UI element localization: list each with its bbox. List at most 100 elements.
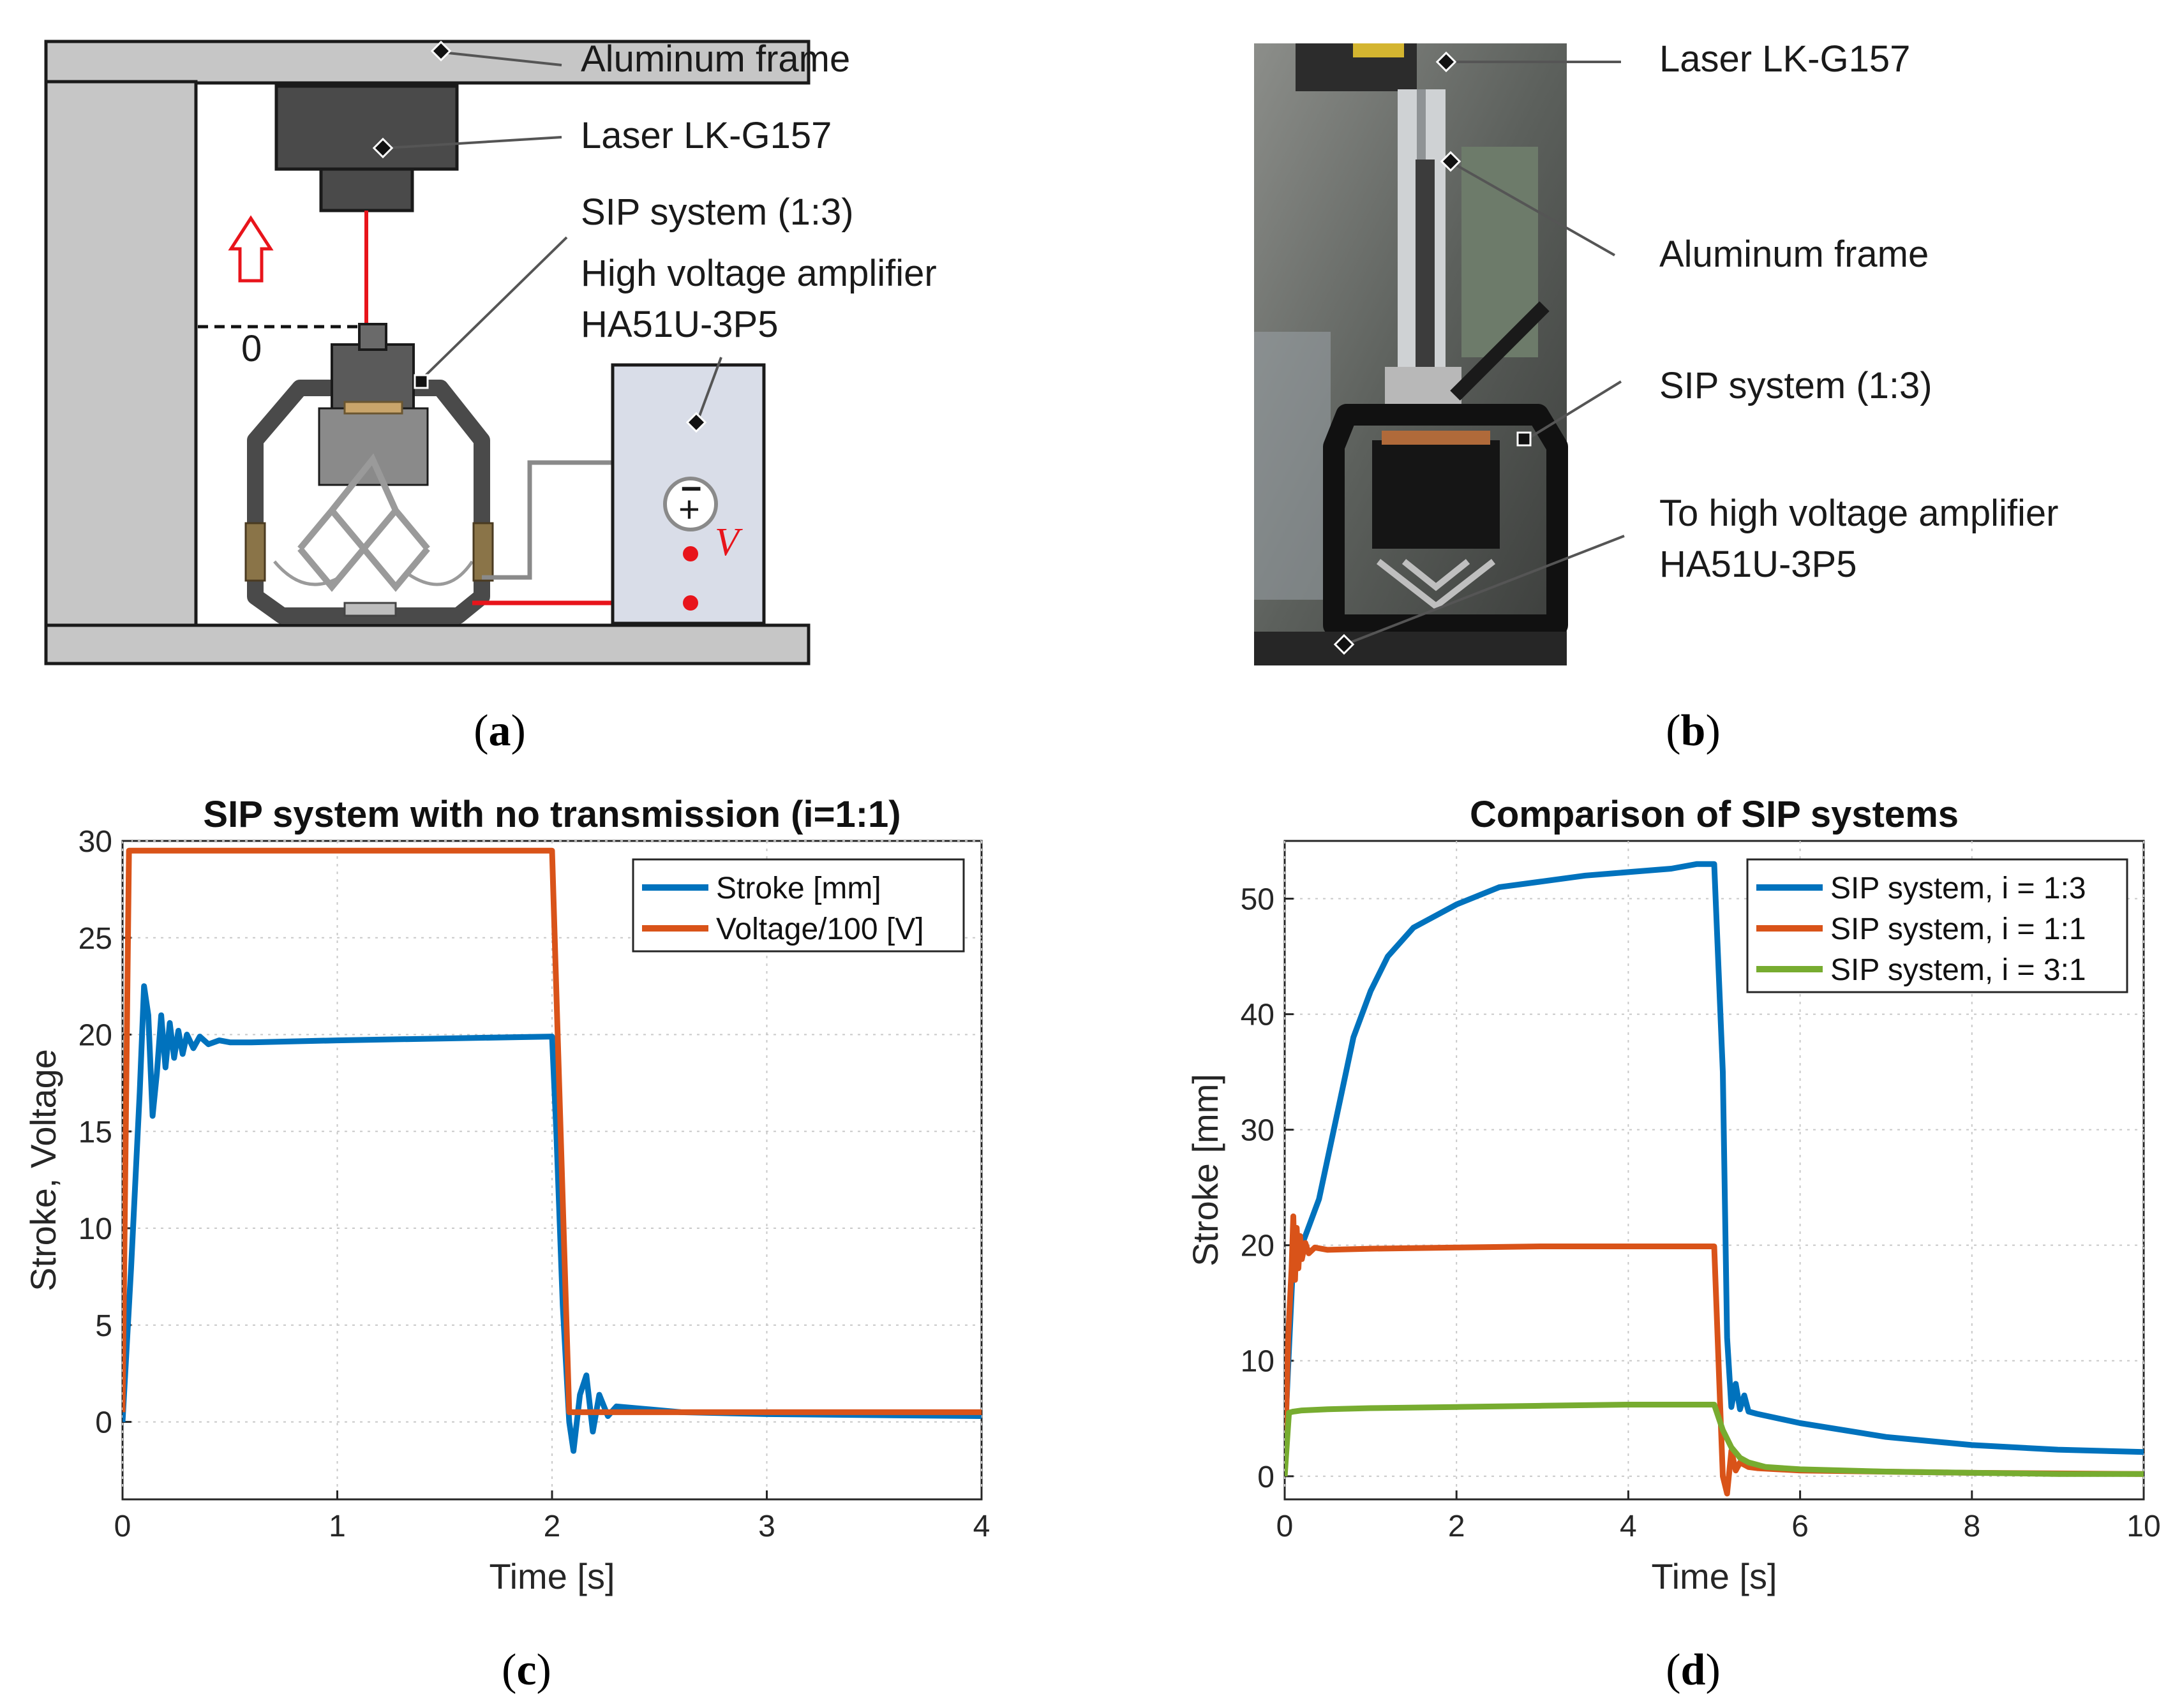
label-aluminum-frame: Aluminum frame — [581, 38, 850, 80]
y-tick-label: 15 — [78, 1115, 112, 1149]
photo-leader-sip — [1524, 380, 1622, 442]
label-sip-system: SIP system (1:3) — [581, 191, 854, 233]
y-tick-label: 10 — [1241, 1345, 1274, 1379]
source-plus: + — [678, 489, 700, 530]
photo-lattice — [1376, 559, 1496, 611]
photo-leader-dot-amp — [1333, 634, 1355, 655]
x-tick-label: 8 — [1963, 1510, 1980, 1543]
series-group — [1285, 861, 2144, 1497]
legend-entry-2: SIP system, i = 1:1 — [1830, 912, 2086, 946]
sip-center-block — [318, 407, 429, 486]
photo-rod — [1416, 160, 1435, 370]
x-tick-label: 2 — [544, 1510, 561, 1543]
y-tick-label: 30 — [78, 825, 112, 859]
legend-entry-2: Voltage/100 [V] — [716, 912, 924, 946]
frame-left-column — [44, 80, 198, 665]
legend-entry-1: Stroke [mm] — [716, 872, 881, 905]
photo-label-amplifier-line2: HA51U-3P5 — [1659, 544, 1857, 585]
caption-d: (d) — [1666, 1645, 1721, 1695]
sip-bottom-plate — [343, 602, 397, 617]
leader-dot-amp — [685, 412, 707, 433]
x-axis-label: Time [s] — [1651, 1556, 1777, 1596]
caption-a: (a) — [474, 706, 526, 755]
photo-leader-amp — [1345, 535, 1625, 646]
y-tick-label: 30 — [1241, 1114, 1274, 1148]
caption-c: (c) — [502, 1645, 551, 1695]
laser-body — [274, 84, 459, 171]
leader-dot-laser — [372, 137, 394, 159]
sip-outer-frame — [247, 380, 490, 624]
photo-label-sip-system: SIP system (1:3) — [1659, 365, 1932, 406]
y-tick-label: 20 — [78, 1019, 112, 1053]
label-amplifier-line2: HA51U-3P5 — [581, 304, 778, 345]
laser-head — [319, 167, 414, 212]
chart-sip-comparison: 0 2 4 6 8 10 0 10 20 30 40 50 Comparison of SIP syst… — [1185, 794, 2161, 1596]
photo-leader-dot-sip — [1516, 431, 1532, 447]
zero-mark: 0 — [241, 328, 262, 369]
y-tick-label: 25 — [78, 922, 112, 956]
x-tick-label: 6 — [1791, 1510, 1809, 1543]
x-tick-label: 0 — [114, 1510, 131, 1543]
sip-right-bracket — [472, 522, 494, 582]
y-axis-label: Stroke, Voltage — [23, 1049, 63, 1291]
panel-a-schematic: 0 – + V Aluminum frame Laser LK-G15 — [44, 38, 937, 665]
y-tick-label: 0 — [1257, 1460, 1274, 1494]
leader-amp — [696, 357, 722, 422]
photo-left-shelf — [1254, 332, 1331, 600]
sip-wires — [273, 560, 474, 586]
photo-table — [1254, 632, 1567, 665]
x-tick-label: 4 — [1620, 1510, 1637, 1543]
photo-laser-label — [1353, 43, 1404, 57]
label-laser: Laser LK-G157 — [581, 115, 832, 156]
leader-sip — [420, 236, 568, 381]
y-tick-label: 40 — [1241, 999, 1274, 1032]
series-line-3 — [1285, 1402, 2144, 1477]
sip-brass-clamp — [343, 401, 403, 415]
x-tick-label: 3 — [758, 1510, 775, 1543]
series-line-2 — [1285, 1213, 2144, 1497]
photo-leader-dot-frame — [1440, 151, 1461, 172]
y-tick-label: 0 — [95, 1406, 112, 1440]
photo-leader-dot-laser — [1435, 51, 1457, 73]
sip-plunger — [358, 323, 387, 351]
series-line-1 — [123, 983, 982, 1454]
frame-base — [44, 623, 811, 665]
y-tick-label: 20 — [1241, 1229, 1274, 1263]
y-tick-label: 50 — [1241, 883, 1274, 917]
y-tick-label: 5 — [95, 1309, 112, 1343]
legend-entry-1: SIP system, i = 1:3 — [1830, 872, 2086, 905]
chart-title: SIP system with no transmission (i=1:1) — [203, 794, 900, 835]
voltage-symbol: V — [715, 521, 743, 564]
sip-left-bracket — [244, 522, 266, 582]
photo-label-amplifier-line1: To high voltage amplifier — [1659, 493, 2058, 534]
terminal-dot-top — [683, 546, 698, 561]
photo-label-laser: Laser LK-G157 — [1659, 38, 1910, 80]
photo-sip-frame — [1323, 404, 1568, 636]
up-arrow-icon — [228, 215, 274, 283]
x-axis-label: Time [s] — [489, 1556, 615, 1596]
x-tick-label: 4 — [973, 1510, 990, 1543]
x-tick-label: 2 — [1448, 1510, 1465, 1543]
label-amplifier-line1: High voltage amplifier — [581, 253, 937, 294]
panel-b-photo: Laser LK-G157 Aluminum frame SIP system … — [1254, 38, 2058, 665]
legend-entry-3: SIP system, i = 3:1 — [1830, 953, 2086, 987]
caption-b: (b) — [1666, 706, 1721, 755]
x-tick-label: 1 — [329, 1510, 346, 1543]
terminal-dot-bottom — [683, 595, 698, 611]
legend — [632, 858, 965, 953]
series-line-2 — [123, 847, 982, 1415]
voltage-source-icon — [663, 477, 718, 531]
chart-title: Comparison of SIP systems — [1470, 794, 1959, 835]
frame-top-beam — [44, 40, 811, 85]
photo-cable — [1450, 301, 1550, 401]
x-tick-label: 10 — [2126, 1510, 2160, 1543]
photo-copper-tabs — [1382, 431, 1490, 445]
x-tick-label: 0 — [1276, 1510, 1294, 1543]
photo-leader-frame — [1451, 161, 1615, 256]
leader-dot-frame — [430, 40, 452, 62]
y-axis-label: Stroke [mm] — [1185, 1074, 1225, 1266]
series-line-1 — [1285, 861, 2144, 1455]
photo-black-actuator — [1372, 440, 1500, 549]
